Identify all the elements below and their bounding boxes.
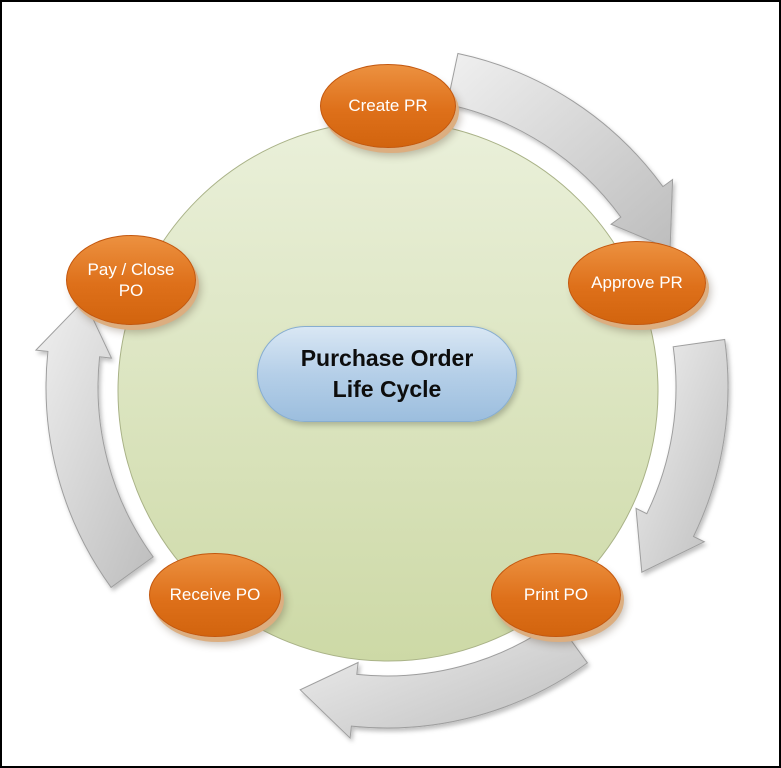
node-print-po-label: Print PO <box>523 585 589 605</box>
node-pay-close-po-label-line1: Pay / Close <box>87 259 175 279</box>
node-approve-pr-label: Approve PR <box>591 273 683 293</box>
arrow-print-po-to-receive-po <box>299 620 589 740</box>
node-create-pr: Create PR <box>320 64 456 148</box>
diagram-title-pill: Purchase Order Life Cycle <box>257 326 517 422</box>
node-create-pr-label: Create PR <box>348 96 428 116</box>
node-print-po: Print PO <box>491 553 621 637</box>
diagram-title-line1: Purchase Order <box>300 344 474 371</box>
arrow-receive-po-to-pay-close-po <box>34 299 154 589</box>
node-approve-pr: Approve PR <box>568 241 706 325</box>
arrow-approve-pr-to-print-po <box>635 338 729 573</box>
node-receive-po: Receive PO <box>149 553 281 637</box>
node-receive-po-label: Receive PO <box>169 585 261 605</box>
node-pay-close-po: Pay / Close PO <box>66 235 196 325</box>
diagram-title-line2: Life Cycle <box>332 376 442 402</box>
arrow-create-pr-to-approve-pr <box>446 52 674 250</box>
node-pay-close-po-label-line2: PO <box>118 281 144 300</box>
